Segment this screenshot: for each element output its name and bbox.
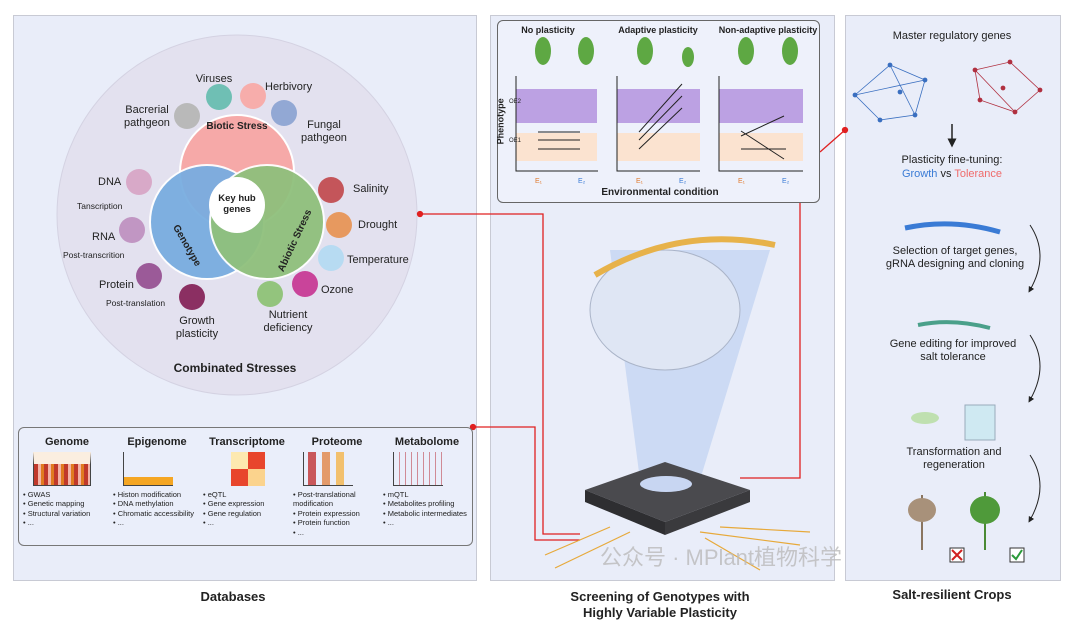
omics-item: mQTL: [383, 490, 471, 499]
caption-databases: Databases: [200, 589, 266, 604]
omics-box: Genome GWASGenetic mappingStructural var…: [18, 427, 473, 546]
omics-genome: Genome GWASGenetic mappingStructural var…: [23, 436, 111, 528]
caption-line: Highly Variable Plasticity: [583, 605, 737, 621]
plot-title: Adaptive plasticity: [618, 25, 698, 35]
omics-item: Metabolites profiling: [383, 499, 471, 508]
omics-item: Protein expression: [293, 509, 381, 518]
master-genes-label: Master regulatory genes: [892, 30, 1012, 42]
omics-item: eQTL: [203, 490, 291, 499]
y-axis-label: Phenotype: [495, 98, 506, 145]
combinated-stresses-title: Combinated Stresses: [173, 361, 297, 375]
omics-item: Histon modification: [113, 490, 201, 499]
crops-panel: [845, 15, 1061, 581]
label-ozone: Ozone: [321, 284, 354, 296]
fine-tuning-label: Plasticity fine-tuning:: [901, 154, 1003, 166]
svg-text:E₁: E₁: [636, 178, 644, 185]
omics-item: Protein function: [293, 518, 381, 527]
omics-item: Metabolic intermediates: [383, 509, 471, 518]
omics-item: GWAS: [23, 490, 111, 499]
set-label-biotic: Biotic Stress: [206, 121, 268, 132]
heatmap-icon: [231, 452, 265, 486]
label-protein: Protein: [99, 279, 134, 291]
vs-label: vs: [940, 168, 952, 180]
omics-proteome: Proteome Post-translational modification…: [293, 436, 381, 537]
caption-line: Screening of Genotypes with: [570, 589, 750, 604]
plasticity-box: E₁ E₁ E₁ E₂ E₂ E₂ No plasticity Adaptive pla…: [495, 20, 820, 203]
omics-item: DNA methylation: [113, 499, 201, 508]
omics-more: ...: [203, 518, 291, 527]
svg-text:E₁: E₁: [738, 178, 746, 185]
watermark: 公众号 · MPlant植物科学: [600, 545, 843, 570]
label-temperature: Temperature: [347, 254, 409, 266]
label-growth-plasticity: Growth plasticity: [175, 315, 219, 341]
brain-illustration: [589, 249, 741, 371]
bar-plot-icon: [303, 452, 353, 486]
y-tick: OE2: [509, 99, 522, 105]
peak-plot-icon: [123, 452, 173, 486]
label-nutrient: Nutrient deficiency: [263, 309, 313, 335]
omics-transcriptome: Transcriptome eQTLGene expressionGene re…: [203, 436, 291, 528]
label-bacterial: Bacrerial pathgeon: [124, 104, 170, 130]
omics-epigenome: Epigenome Histon modificationDNA methyla…: [113, 436, 201, 528]
label-post-translation: Post-translation: [106, 298, 166, 308]
omics-more: ...: [113, 518, 201, 527]
omics-item: Post-translational modification: [293, 490, 381, 509]
label-salinity: Salinity: [353, 183, 389, 195]
omics-more: ...: [23, 518, 111, 527]
plot-title: No plasticity: [521, 25, 575, 35]
omics-item: Gene expression: [203, 499, 291, 508]
label-herbivory: Herbivory: [265, 81, 313, 93]
label-viruses: Viruses: [195, 73, 233, 85]
y-tick: OE1: [509, 138, 522, 144]
network-red: [972, 59, 1043, 115]
caption-crops: Salt-resilient Crops: [892, 587, 1012, 602]
dna-edit-icon: [917, 320, 991, 330]
salt-plants: [908, 492, 1025, 563]
plasticity-plots: E₁ E₁ E₁ E₂ E₂ E₂: [515, 37, 803, 185]
label-fungal: Fungal pathgeon: [301, 119, 347, 145]
key-hub-circle: [209, 177, 265, 233]
omics-item: Chromatic accessibility: [113, 509, 201, 518]
omics-more: ...: [383, 518, 471, 527]
chip-illustration: [585, 462, 750, 522]
plant-icons: [535, 37, 798, 67]
omics-item: Gene regulation: [203, 509, 291, 518]
svg-text:E₂: E₂: [578, 178, 586, 185]
label-rna: RNA: [92, 231, 116, 243]
label-dna: DNA: [98, 176, 122, 188]
label-drought: Drought: [358, 219, 398, 231]
culture-jar-icon: [964, 404, 996, 441]
growth-vs-tolerance: Growth vs Tolerance: [902, 168, 1002, 181]
curved-arrows: [1028, 224, 1041, 523]
svg-text:E₂: E₂: [679, 178, 687, 185]
manhattan-plot-icon: [33, 452, 91, 486]
omics-title: Transcriptome: [209, 436, 285, 448]
growth-label: Growth: [901, 168, 938, 180]
label-post-transcription: Post-transcrition: [63, 250, 125, 260]
omics-item: Genetic mapping: [23, 499, 111, 508]
plot-title: Non-adaptive plasticity: [718, 25, 818, 35]
tolerance-label: Tolerance: [954, 168, 1003, 180]
svg-text:E₂: E₂: [782, 178, 790, 185]
omics-more: ...: [293, 528, 381, 537]
step-selection: Selection of target genes, gRNA designin…: [885, 245, 1025, 271]
label-transcription: Tanscription: [77, 201, 123, 211]
step-gene-editing: Gene editing for improved salt tolerance: [889, 338, 1017, 364]
step-transformation: Transformation and regeneration: [906, 446, 1002, 472]
dna-icon: [904, 221, 1001, 235]
omics-title: Metabolome: [394, 436, 460, 448]
omics-title: Epigenome: [127, 436, 187, 448]
omics-item: Structural variation: [23, 509, 111, 518]
svg-text:E₁: E₁: [535, 178, 543, 185]
key-hub-genes: Key hub genes: [218, 193, 256, 216]
stress-dots: [119, 83, 352, 310]
network-blue: [852, 62, 928, 123]
omics-title: Genome: [44, 436, 89, 448]
x-axis-label: Environmental condition: [601, 187, 719, 198]
connector-lines: [416, 126, 849, 541]
spectrum-plot-icon: [393, 452, 443, 486]
omics-metabolome: Metabolome mQTLMetabolites profilingMeta…: [383, 436, 471, 528]
omics-title: Proteome: [311, 436, 363, 448]
